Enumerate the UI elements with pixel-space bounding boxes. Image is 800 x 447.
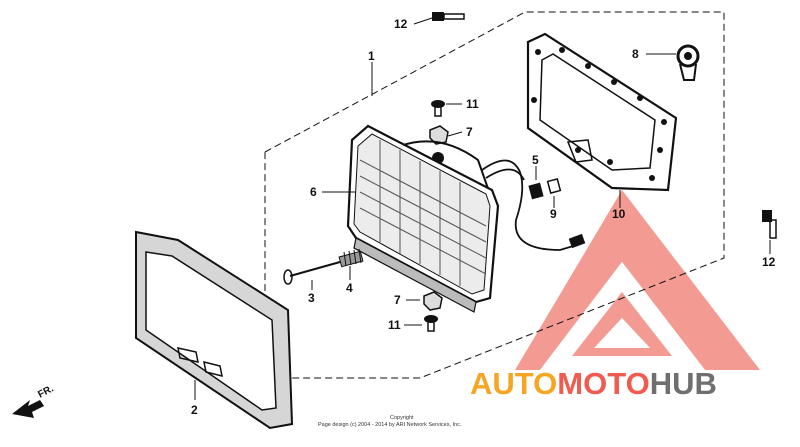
callout-7-upper: 7: [466, 125, 473, 139]
callout-12-right: 12: [762, 255, 776, 269]
callout-2: 2: [191, 403, 198, 417]
adjusting-screw: [283, 261, 341, 285]
callout-1: 1: [368, 49, 375, 63]
leader-lines: [194, 17, 771, 400]
automotohub-wordmark: AUTOMOTOHUB: [470, 366, 717, 401]
wordmark-auto: AUTO: [470, 366, 557, 401]
bolt-upper: [432, 12, 465, 21]
sealed-beam-unit: [346, 124, 586, 313]
svg-text:AUTOMOTOHUB: AUTOMOTOHUB: [470, 366, 717, 401]
nut-upper: [429, 125, 449, 145]
callout-7-lower: 7: [394, 293, 401, 307]
callout-5: 5: [532, 153, 539, 167]
callout-12-upper: 12: [394, 17, 408, 31]
callout-11-lower: 11: [388, 318, 401, 332]
callout-3: 3: [308, 291, 315, 305]
front-direction-indicator: FR.: [12, 383, 56, 418]
direction-label: FR.: [36, 383, 56, 400]
bolt-right: [762, 210, 777, 239]
clamp: [676, 44, 700, 81]
screw-lower: [424, 315, 438, 332]
spring: [338, 248, 364, 268]
callout-9: 9: [550, 207, 557, 221]
socket: [546, 177, 562, 195]
arrow-icon: [12, 400, 44, 418]
nut-lower: [423, 291, 443, 311]
wordmark-hub: HUB: [650, 366, 717, 401]
callout-10: 10: [612, 207, 626, 221]
screw-upper: [431, 100, 445, 117]
callout-11-upper: 11: [466, 97, 479, 111]
automotohub-logo: [515, 190, 760, 370]
copyright-title: Copyright: [390, 415, 414, 421]
callout-4: 4: [346, 281, 353, 295]
wordmark-moto: MOTO: [557, 366, 649, 401]
headlight-case: [526, 32, 678, 192]
callout-6: 6: [310, 185, 317, 199]
copyright-notice: Page design (c) 2004 - 2014 by ARI Netwo…: [318, 422, 462, 428]
callout-8: 8: [632, 47, 639, 61]
connector: [528, 182, 544, 200]
headlight-rim: [135, 230, 294, 430]
